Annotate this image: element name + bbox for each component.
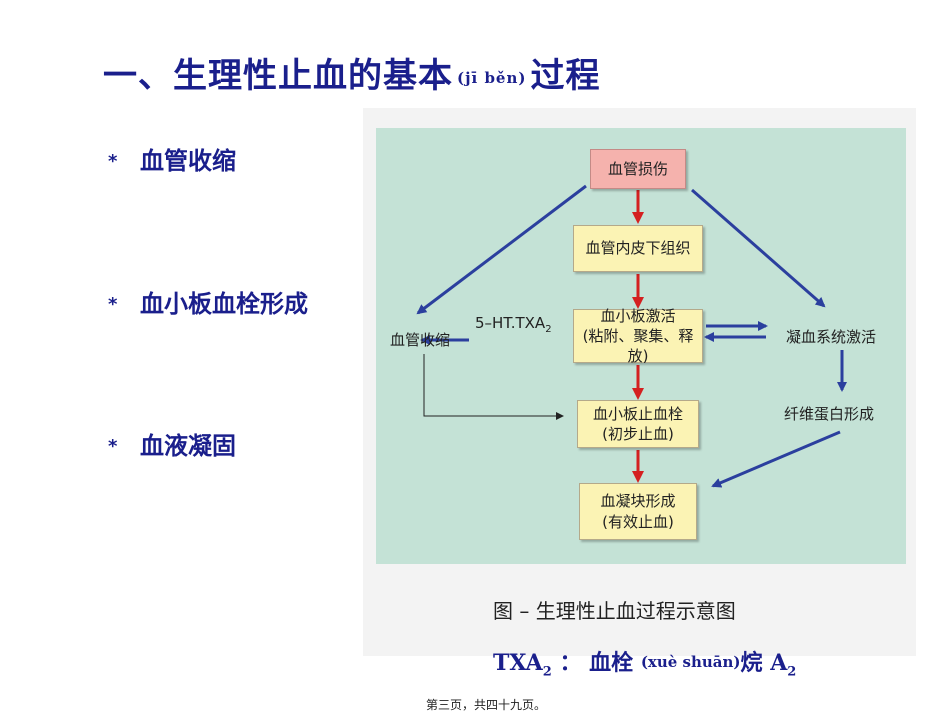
box-label: 血管损伤 xyxy=(607,159,668,178)
bullet-coagulation: * 血液凝固 xyxy=(108,426,236,461)
box-label-line1: 血小板止血栓 xyxy=(592,404,683,423)
mediator-subscript: 2 xyxy=(545,324,552,335)
formula-word2: 烷 xyxy=(740,651,763,676)
formula-word: 血栓 xyxy=(589,651,634,676)
page-footer: 第三页，共四十九页。 xyxy=(426,698,547,712)
figure-caption: 图 – 生理性止血过程示意图 xyxy=(493,599,736,623)
label-fibrin-formation: 纤维蛋白形成 xyxy=(784,405,875,423)
diagram-arrows xyxy=(416,184,847,488)
box-platelet-plug: 血小板止血栓 (初步止血) xyxy=(577,400,699,448)
bullet-platelet-plug: * 血小板血栓形成 xyxy=(108,284,308,319)
label-coagulation-activation: 凝血系统激活 xyxy=(786,328,877,346)
formula-prefix-sub: 2 xyxy=(542,664,552,680)
bullet-text: 血管收缩 xyxy=(140,147,236,175)
blue-arrow-injury-vasoconstriction xyxy=(416,184,587,315)
box-label-line1: 血凝块形成 xyxy=(600,492,676,511)
blue-arrow-injury-coagulation xyxy=(691,188,826,308)
formula-suffix-sub: 2 xyxy=(787,664,797,680)
box-subendothelium: 血管内皮下组织 xyxy=(573,225,703,272)
hemostasis-diagram: 血管损伤 血管内皮下组织 血小板激活 (粘附、聚集、释放) 血小板止血栓 (初步… xyxy=(376,128,906,564)
formula-prefix: TXA xyxy=(493,650,543,676)
box-label-line2: (粘附、聚集、释放) xyxy=(582,326,694,366)
bullet-star-icon: * xyxy=(108,151,118,172)
bullet-text: 血小板血栓形成 xyxy=(140,290,308,318)
title-tail: 过程 xyxy=(530,56,601,96)
box-label-line1: 血小板激活 xyxy=(600,306,676,325)
box-label-line2: (有效止血) xyxy=(602,512,674,531)
box-clot-formation: 血凝块形成 (有效止血) xyxy=(579,483,697,540)
txa2-definition: TXA2 ： 血栓 (xuè shuān)烷 A2 xyxy=(493,645,796,679)
bullet-text: 血液凝固 xyxy=(140,432,236,460)
box-label-line2: (初步止血) xyxy=(602,425,674,443)
mediator-text: 5–HT.TXA xyxy=(475,314,546,332)
title-pinyin: (jī běn) xyxy=(457,69,527,87)
black-arrow-vasoconstriction-plug xyxy=(423,354,564,420)
title-main: 一、生理性止血的基本 xyxy=(103,56,453,96)
box-vascular-injury: 血管损伤 xyxy=(590,149,686,189)
blue-arrow-fibrin-clot xyxy=(711,430,841,488)
bullet-star-icon: * xyxy=(108,294,118,315)
page-title: 一、生理性止血的基本(jī běn)过程 xyxy=(103,48,600,97)
label-mediator: 5–HT.TXA2 xyxy=(475,314,552,335)
bullet-star-icon: * xyxy=(108,436,118,457)
formula-pinyin: (xuè shuān) xyxy=(640,653,741,671)
box-platelet-activation: 血小板激活 (粘附、聚集、释放) xyxy=(573,306,703,365)
box-label: 血管内皮下组织 xyxy=(585,239,691,258)
bullet-vasoconstriction: * 血管收缩 xyxy=(108,141,236,176)
formula-suffix: A xyxy=(770,650,788,676)
formula-colon: ： xyxy=(551,651,582,676)
label-vasoconstriction: 血管收缩 xyxy=(390,331,451,349)
